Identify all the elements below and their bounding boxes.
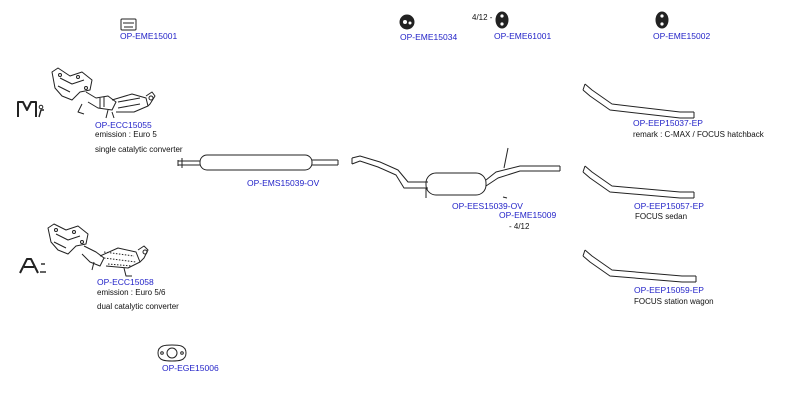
catalyst-description-manual: single catalytic converter (95, 145, 183, 154)
tailpipe-remark-wagon: FOCUS station wagon (634, 297, 714, 306)
tailpipe-remark-cmax: remark : C-MAX / FOCUS hatchback (633, 130, 764, 139)
double-ring-hanger-icon (655, 11, 669, 29)
double-ring-hanger-icon (495, 11, 509, 29)
part-code-tailpipe-sedan[interactable]: OP-EEP15057-EP (634, 201, 704, 211)
automatic-transmission-icon (19, 258, 46, 274)
rear-silencer-drawing (351, 147, 561, 199)
part-code-middle-silencer[interactable]: OP-EMS15039-OV (247, 178, 320, 188)
tailpipe-wagon-drawing (582, 249, 697, 283)
catalyst-description-auto: dual catalytic converter (97, 302, 179, 311)
rear-hanger-quantity-note: - 4/12 (509, 222, 530, 231)
part-code-tailpipe-cmax[interactable]: OP-EEP15037-EP (633, 118, 703, 128)
middle-silencer-drawing (177, 154, 339, 171)
part-code-round-hanger[interactable]: OP-EME15034 (400, 32, 458, 42)
emission-label-auto: emission : Euro 5/6 (97, 288, 166, 297)
part-code-rear-hanger[interactable]: OP-EME15009 (499, 210, 557, 220)
rubber-hanger-block-icon (120, 18, 137, 31)
tailpipe-remark-sedan: FOCUS sedan (635, 212, 688, 221)
tailpipe-sedan-drawing (582, 165, 695, 199)
part-code-hanger-block[interactable]: OP-EME15001 (120, 31, 178, 41)
part-code-double-hanger-right[interactable]: OP-EME15002 (653, 31, 711, 41)
dual-catalytic-converter-drawing (47, 223, 149, 277)
part-code-catalyst-manual[interactable]: OP-ECC15055 (95, 120, 152, 130)
hanger-quantity-note: 4/12 - (472, 13, 493, 22)
tailpipe-cmax-drawing (582, 83, 695, 119)
part-code-tailpipe-wagon[interactable]: OP-EEP15059-EP (634, 285, 704, 295)
single-catalytic-converter-drawing (51, 67, 156, 119)
part-code-gasket[interactable]: OP-EGE15006 (162, 363, 219, 373)
part-code-catalyst-auto[interactable]: OP-ECC15058 (97, 277, 154, 287)
gasket-ring-icon (157, 344, 187, 362)
part-code-double-hanger[interactable]: OP-EME61001 (494, 31, 552, 41)
manual-transmission-icon (17, 101, 44, 118)
round-rubber-hanger-icon (399, 14, 415, 30)
emission-label-manual: emission : Euro 5 (95, 130, 157, 139)
part-code-rear-silencer[interactable]: OP-EES15039-OV (452, 201, 523, 211)
